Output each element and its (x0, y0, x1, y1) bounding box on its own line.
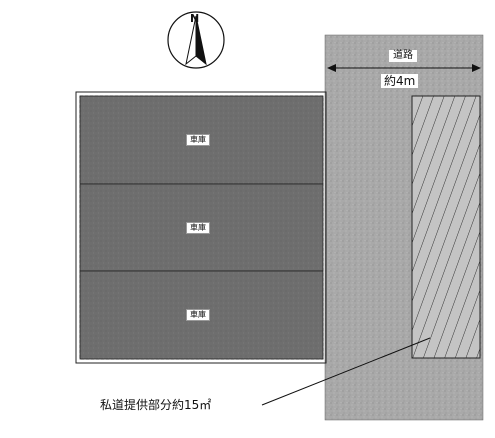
lot-3-label: 車庫 (186, 309, 210, 321)
north-compass-icon (167, 11, 225, 69)
dimension-arrow-right-icon (472, 64, 481, 72)
private-road-area (411, 95, 481, 359)
compass-north-label: N (190, 12, 199, 25)
lot-1-label: 車庫 (186, 134, 210, 146)
road-width-label: 約4m (381, 74, 419, 88)
dimension-arrow-left-icon (327, 64, 336, 72)
lot-outer-frame (75, 91, 327, 364)
road-label: 道路 (389, 50, 417, 62)
private-road-note: 私道提供部分約15㎡ (100, 398, 212, 412)
lot-2-label: 車庫 (186, 222, 210, 234)
note-leader-line (261, 337, 431, 406)
